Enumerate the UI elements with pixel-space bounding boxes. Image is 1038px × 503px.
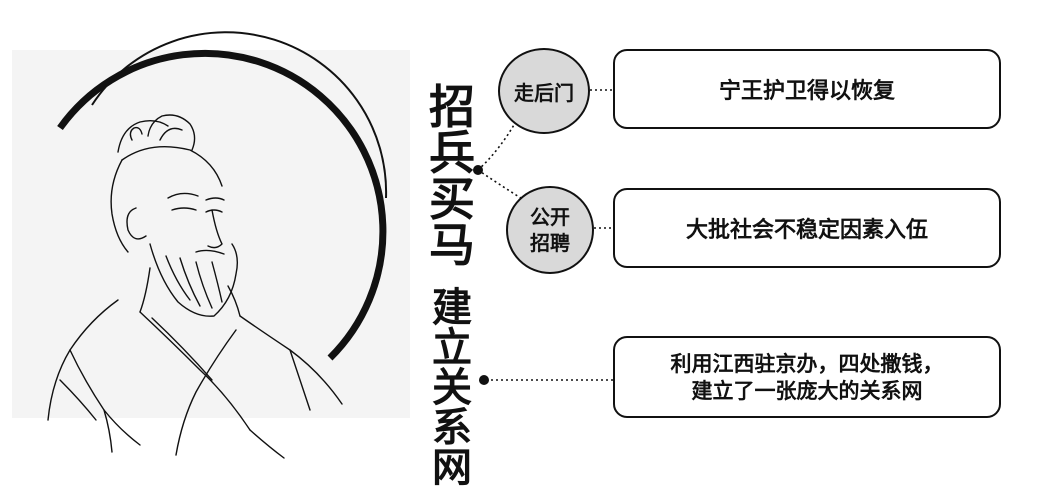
connector-to-zouhoumen [477,117,519,171]
portrait-panel [12,50,410,418]
result-text-line2: 建立了一张庞大的关系网 [691,378,923,403]
result-text: 大批社会不稳定因素入伍 [685,217,928,243]
title-recruit-troops: 招 兵 买 马 [424,84,480,268]
title-build-network: 建 立 关 系 网 [424,288,480,488]
bubble-zouhoumen: 走后门 [498,48,590,134]
bubble-label: 走后门 [514,80,574,105]
bubble-gongkai-zhaopin: 公开 招聘 [506,186,594,274]
node-dot-recruit [473,165,483,175]
bubble-label-line2: 招聘 [530,231,570,255]
result-text-line1: 利用江西驻京办，四处撒钱， [670,350,944,376]
portrait-illustration [47,114,343,459]
title-char: 马 [429,218,475,272]
title-char: 系 [432,404,472,451]
result-box-guard-restored: 宁王护卫得以恢复 [613,49,1001,129]
title-char: 买 [429,172,475,226]
portrait-arc [57,31,388,361]
result-text: 宁王护卫得以恢复 [718,78,895,104]
result-box-unstable-recruits: 大批社会不稳定因素入伍 [613,188,1001,268]
title-char: 建 [432,284,472,331]
title-char: 立 [432,324,472,371]
title-char: 网 [432,444,472,491]
title-char: 兵 [429,126,475,180]
bubble-label-line1: 公开 [530,205,570,229]
connector-to-gongkai [477,169,525,201]
title-char: 关 [432,364,472,411]
result-box-relationship-network: 利用江西驻京办，四处撒钱， 建立了一张庞大的关系网 [613,336,1001,418]
node-dot-network [479,375,489,385]
title-char: 招 [429,80,475,134]
